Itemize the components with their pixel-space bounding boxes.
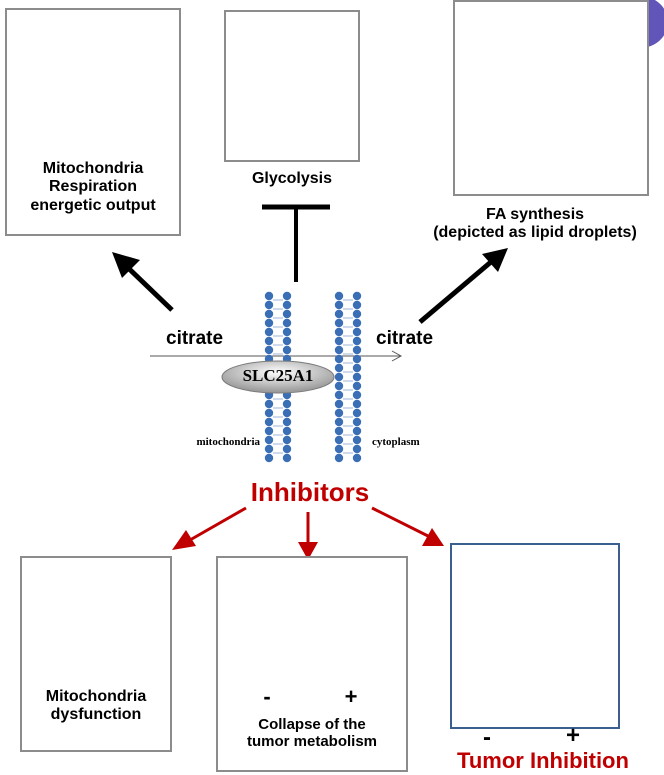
fa-image-frame [453,0,649,196]
red-arrow-right [371,506,444,546]
mito-respiration-label: Mitochondria Respiration energetic outpu… [8,160,178,215]
tumor-metabolism-line1: Collapse of the [258,716,366,733]
mito-dysfunction-panel [20,556,172,752]
tumor-minus-sign: - [263,684,271,709]
tumor-metabolism-label: Collapse of the tumor metabolism [218,716,406,751]
citrate-right-label: citrate [376,328,434,349]
mitochondria-label: mitochondria [196,436,260,448]
glycolysis-image-frame [224,10,360,162]
tumor-plus-sign: + [344,684,358,709]
mito-respiration-line3: energetic output [30,196,156,214]
mito-dysfunction-line1: Mitochondria [45,688,147,705]
mito-respiration-line2: Respiration [48,178,137,196]
mito-dysfunction-line2: dysfunction [50,706,142,724]
slc25a1-label: SLC25A1 [242,366,314,385]
fa-synthesis-label: FA synthesis (depicted as lipid droplets… [405,206,664,243]
tumor-metabolism-panel [216,556,408,772]
fa-synthesis-line1: FA synthesis [485,206,585,223]
red-arrow-left [172,506,247,550]
slc25a1-transporter [221,360,335,394]
tumor-metabolism-line2: tumor metabolism [246,733,378,751]
inhibitors-label: Inhibitors [250,477,370,507]
glycolysis-label: Glycolysis [251,170,333,187]
mouse-minus-sign: - [483,724,491,751]
mito-dysfunction-label: Mitochondria dysfunction [22,688,170,725]
mouse-plus-sign: + [565,722,580,749]
tumor-inhibition-frame [450,543,620,729]
arrow-to-fa [418,248,508,324]
cytoplasm-label: cytoplasm [372,436,420,448]
red-arrow-middle [298,512,318,560]
arrow-to-mito [112,252,174,312]
citrate-left-label: citrate [166,328,224,349]
fa-synthesis-line2: (depicted as lipid droplets) [433,224,637,242]
tumor-inhibition-label: Tumor Inhibition [457,748,629,773]
mito-respiration-panel [5,8,181,236]
mito-respiration-line1: Mitochondria [42,160,144,177]
